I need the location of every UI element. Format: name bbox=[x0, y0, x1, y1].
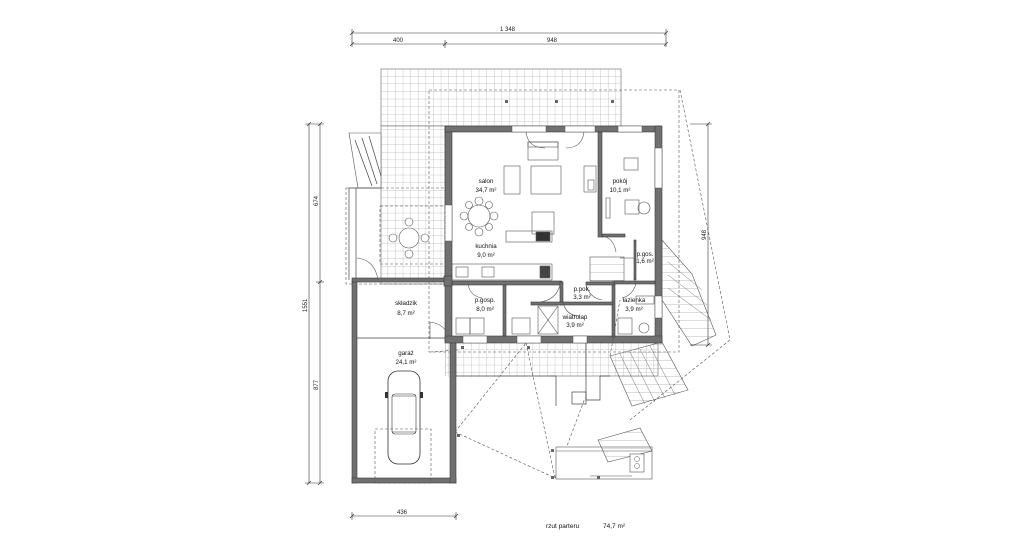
room-salon-name: salon bbox=[479, 178, 494, 185]
dim-top-right: 948 bbox=[547, 38, 558, 44]
entrance-area bbox=[454, 89, 731, 480]
room-salon-area: 34,7 m² bbox=[476, 187, 497, 194]
room-ppok-area: 3,3 m² bbox=[573, 294, 591, 301]
terrace-tiling bbox=[380, 68, 659, 377]
dim-bottom-garage: 436 bbox=[397, 510, 408, 516]
room-lazienka-name: łazienka bbox=[623, 297, 646, 304]
door-swings bbox=[467, 131, 637, 317]
room-wiatrolap-name: wiatrołap bbox=[562, 314, 588, 321]
room-lazienka-area: 3,9 m² bbox=[625, 306, 643, 313]
dimension-lines bbox=[305, 29, 712, 520]
room-pgosp-name: p.gosp. bbox=[475, 297, 496, 304]
dim-top-left: 400 bbox=[393, 38, 404, 44]
room-skladzik-area: 8,7 m² bbox=[397, 310, 415, 317]
room-wiatrolap-area: 3,9 m² bbox=[566, 322, 584, 329]
room-kuchnia-name: kuchnia bbox=[475, 243, 497, 250]
path-diagonals bbox=[454, 89, 731, 479]
dim-top-total: 1 348 bbox=[500, 27, 516, 33]
room-ppok-name: p.pok. bbox=[574, 286, 591, 293]
room-garaz-area: 24,1 m² bbox=[396, 359, 417, 366]
room-kuchnia-area: 9,0 m² bbox=[477, 252, 495, 259]
windows bbox=[444, 125, 663, 344]
garage bbox=[351, 257, 457, 484]
plan-caption-label: rzut parteru bbox=[546, 523, 580, 530]
furniture bbox=[451, 141, 655, 335]
pergola-left bbox=[348, 132, 382, 280]
room-labels: salon 34,7 m² pokój 10,1 m² kuchnia 9,0 … bbox=[395, 178, 654, 366]
dim-left-upper: 674 bbox=[314, 195, 320, 206]
posts bbox=[457, 100, 614, 479]
room-garaz-name: garaż bbox=[398, 350, 413, 357]
room-pokoj-name: pokój bbox=[613, 178, 628, 185]
room-pokoj-area: 10,1 m² bbox=[610, 187, 631, 194]
dim-left-total: 1551 bbox=[303, 298, 309, 312]
pergola-bottom-right bbox=[555, 427, 653, 480]
room-pgosp-area: 8,0 m² bbox=[476, 306, 494, 313]
exterior-stairs-right bbox=[609, 239, 717, 407]
plan-caption-area: 74,7 m² bbox=[603, 523, 626, 530]
room-skladzik-name: składzik bbox=[395, 300, 418, 307]
room-pgos-name: p.gos. bbox=[637, 251, 654, 258]
terrace-furniture bbox=[379, 205, 446, 265]
dim-right-side: 948 bbox=[702, 229, 708, 240]
car-icon bbox=[385, 370, 423, 465]
dim-left-lower: 877 bbox=[314, 379, 320, 390]
room-pgos-area: 1,6 m² bbox=[636, 258, 654, 265]
